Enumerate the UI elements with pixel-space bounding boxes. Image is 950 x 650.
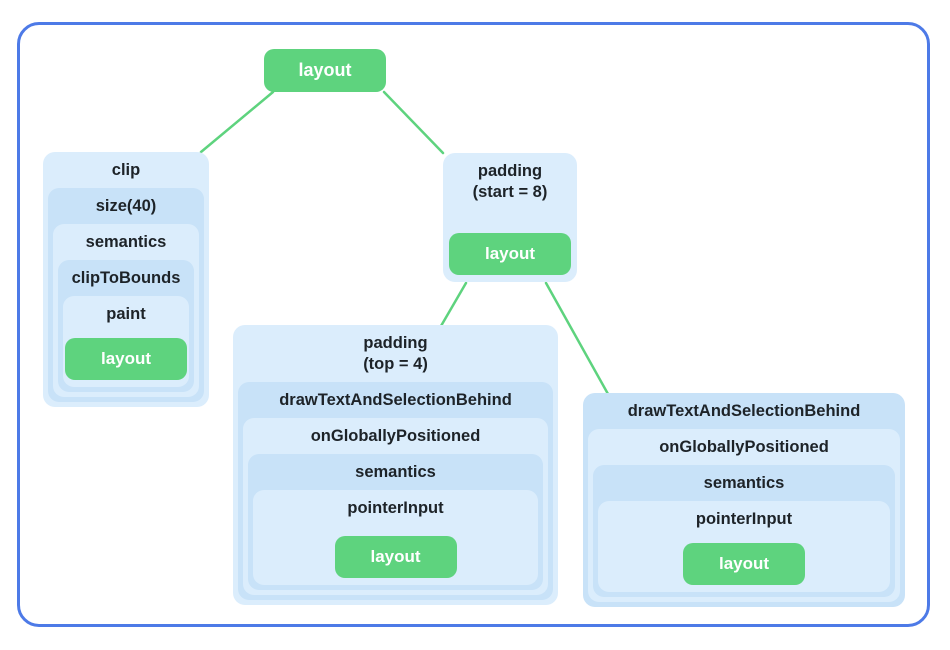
node-label: pointerInput [347, 499, 444, 517]
node-label: drawTextAndSelectionBehind [279, 391, 512, 409]
chain-draw-text-level-3: pointerInput layout [598, 501, 890, 592]
node-label: padding (top = 4) [363, 334, 428, 373]
node-label: clip [111, 161, 141, 179]
leaf-layout-node: layout [334, 536, 457, 578]
node-label: padding (start = 8) [472, 162, 548, 201]
node-label: semantics [355, 463, 436, 481]
chain-draw-text: drawTextAndSelectionBehind onGloballyPosi… [583, 393, 905, 607]
leaf-layout-label: layout [718, 554, 770, 573]
leaf-layout-node: layout [449, 233, 571, 275]
chain-clip-level-2: semantics clipToBounds paint layout [53, 224, 199, 397]
chain-clip-level-3: clipToBounds paint layout [58, 260, 194, 392]
leaf-layout-label: layout [100, 349, 152, 368]
chain-clip-level-1: size(40) semantics clipToBounds paint layout [48, 188, 204, 402]
tree-edge-2 [439, 281, 468, 328]
node-label: pointerInput [695, 510, 793, 528]
tree-edge-0 [199, 90, 275, 154]
node-label: size(40) [95, 197, 157, 215]
chain-draw-text-level-1: onGloballyPositioned semantics pointerInpu… [588, 429, 900, 602]
node-label: onGloballyPositioned [310, 427, 481, 445]
node-label: paint [106, 305, 146, 323]
leaf-layout-label: layout [484, 244, 536, 263]
node-label: onGloballyPositioned [659, 438, 829, 456]
node-label: semantics [85, 233, 167, 251]
chain-padding-top: padding (top = 4) drawTextAndSelectionBeh… [233, 325, 558, 605]
node-label: drawTextAndSelectionBehind [627, 402, 861, 420]
node-label: semantics [703, 474, 785, 492]
chain-padding-top-level-2: onGloballyPositioned semantics pointerInpu… [243, 418, 548, 595]
leaf-layout-node: layout [683, 543, 805, 585]
chain-draw-text-level-2: semantics pointerInput layout [593, 465, 895, 597]
chain-padding-start: padding (start = 8) layout [443, 153, 577, 282]
tree-edge-1 [382, 90, 445, 155]
root-layout-node: layout [264, 49, 386, 92]
chain-padding-top-level-3: semantics pointerInput layout [248, 454, 543, 590]
tree-edge-3 [544, 281, 610, 396]
leaf-layout-label: layout [370, 547, 421, 566]
chain-padding-top-level-1: drawTextAndSelectionBehind onGloballyPosi… [238, 382, 553, 600]
chain-padding-top-level-4: pointerInput layout [253, 490, 538, 585]
leaf-layout-node: layout [65, 338, 187, 380]
chain-clip: clip size(40) semantics clipToBounds paint la… [43, 152, 209, 407]
node-label: clipToBounds [71, 269, 181, 287]
root-layout-label: layout [298, 60, 352, 80]
chain-clip-level-4: paint layout [63, 296, 189, 387]
